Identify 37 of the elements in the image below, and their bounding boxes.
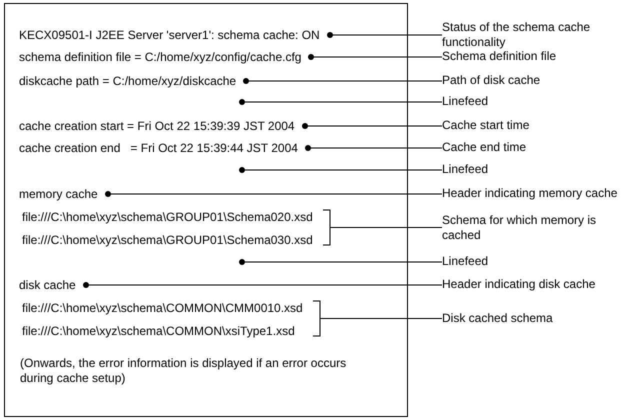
dot-marker	[239, 259, 245, 265]
log-line: file:///C:\home\xyz\schema\COMMON\xsiType1.xsd	[22, 323, 313, 339]
log-line: memory cache	[19, 186, 108, 202]
log-line: disk cache	[19, 277, 86, 293]
leader-line	[327, 32, 442, 38]
log-line: diskcache path = C:/home/xyz/diskcache	[19, 73, 246, 89]
callout-label: Header indicating memory cache	[442, 186, 624, 201]
log-line: schema definition file = C:/home/xyz/config/cache.cfg	[19, 49, 311, 65]
leader-line	[305, 145, 442, 151]
log-line: file:///C:\home\xyz\schema\GROUP01\Schema030.xsd	[22, 232, 323, 248]
callout-label: Linefeed	[442, 162, 488, 177]
callout-label: Path of disk cache	[442, 73, 540, 88]
leader-line	[243, 78, 442, 84]
callout-label: Cache start time	[442, 118, 530, 133]
log-line: file:///C:\home\xyz\schema\GROUP01\Schema020.xsd	[22, 209, 323, 225]
leader-line	[83, 282, 442, 288]
callout-label: Header indicating disk cache	[442, 277, 596, 292]
callout-label: Status of the schema cache functionality	[442, 20, 622, 50]
log-line: cache creation end = Fri Oct 22 15:39:44 JST 2004	[19, 140, 308, 156]
callout-label: Schema definition file	[442, 49, 556, 64]
leader-line	[302, 123, 442, 129]
log-line: cache creation start = Fri Oct 22 15:39:39 JST 2004	[19, 118, 305, 134]
dot-marker	[239, 99, 245, 105]
callout-label: Schema for which memory is cached	[442, 213, 612, 243]
leader-line	[308, 54, 442, 60]
callout-label: Disk cached schema	[442, 311, 553, 326]
output-panel	[4, 3, 408, 417]
leader-line	[312, 300, 442, 336]
leader-line	[105, 191, 442, 197]
callout-label: Linefeed	[442, 94, 488, 109]
callout-label: Cache end time	[442, 140, 526, 155]
dot-marker	[239, 167, 245, 173]
leader-line	[322, 210, 442, 246]
log-line: file:///C:\home\xyz\schema\COMMON\CMM0010.xsd	[22, 300, 313, 316]
callout-label: Linefeed	[442, 254, 488, 269]
note-text: (Onwards, the error information is displayed if an error occurs during cache setup)	[20, 356, 348, 386]
log-line: KECX09501-I J2EE Server 'server1': schema cache: ON	[19, 27, 330, 43]
